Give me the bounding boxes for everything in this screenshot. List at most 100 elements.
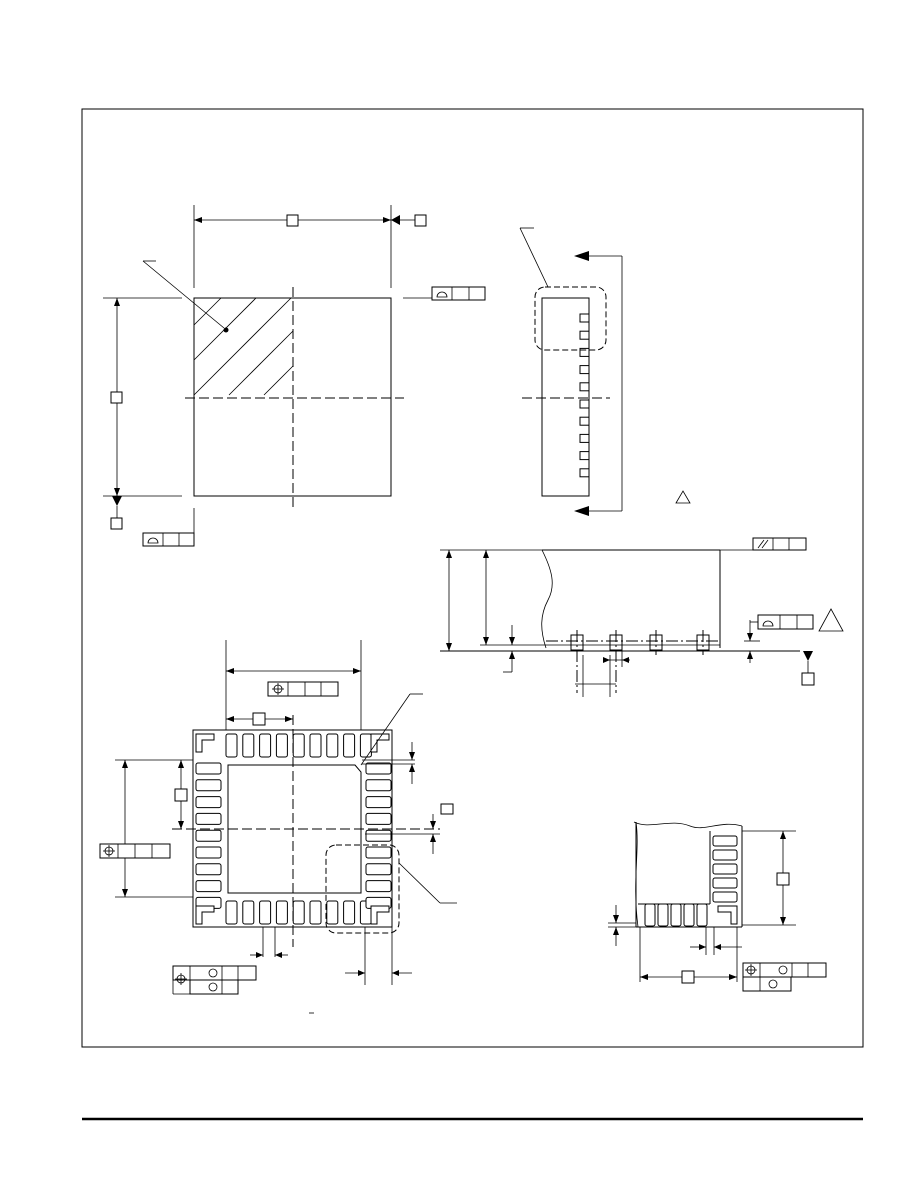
side-lead [579, 399, 590, 409]
datum-b-box [414, 214, 427, 227]
side-lead [579, 433, 590, 443]
section-pads [570, 634, 710, 651]
detail-pad-bottom [683, 903, 695, 927]
corner-pad [370, 905, 390, 925]
bottom-pad-left [195, 863, 222, 876]
flatness-frame-section [757, 614, 814, 630]
bottom-pad-bottom [292, 900, 305, 925]
side-lead [579, 416, 590, 426]
datum-a-box [110, 517, 123, 530]
bottom-pad-left [195, 812, 222, 825]
bottom-pad-top [275, 733, 288, 758]
height-dim-box [110, 391, 123, 404]
detail-pad-bottom [670, 903, 682, 927]
bottom-pad-left [195, 829, 222, 842]
top-view-body [193, 297, 392, 497]
corner-pad [717, 905, 738, 925]
bottom-pad-top [326, 733, 339, 758]
corner-pad [195, 733, 215, 753]
pin1-leader [142, 260, 225, 329]
top-view [103, 205, 486, 547]
bottom-pad-right [365, 796, 392, 809]
bottom-pad-bottom [309, 900, 322, 925]
corner-pad [370, 733, 390, 753]
pin1-hatch-area [193, 297, 294, 396]
position-frame-top [267, 681, 339, 697]
side-view-body [541, 297, 590, 497]
detail-pad-right [712, 877, 738, 889]
bottom-pad-top [225, 733, 238, 758]
bottom-pad-left [195, 796, 222, 809]
bottom-pad-bottom [343, 900, 356, 925]
note-triangle-icon [675, 490, 691, 504]
bottom-pad-bottom [259, 900, 272, 925]
parallelism-icon [757, 539, 765, 549]
bottom-pad-top [242, 733, 255, 758]
profile-icon [436, 291, 448, 298]
side-lead [579, 382, 590, 392]
flatness-frame-top [431, 286, 486, 301]
bottom-pad-left [195, 880, 222, 893]
bottom-pad-right [365, 880, 392, 893]
profile-icon [147, 537, 159, 544]
width-dim-box [286, 214, 299, 227]
datum-a-triangle-icon [112, 496, 122, 506]
detail-pads [644, 835, 738, 927]
detail-pad-bottom [696, 903, 708, 927]
bottom-pad-right [365, 779, 392, 792]
datum-b-triangle-icon [391, 215, 400, 225]
section-view [440, 537, 844, 697]
detail-pad-bottom [644, 903, 656, 927]
bottom-pads [195, 733, 392, 925]
bottom-pad-top [292, 733, 305, 758]
position-frame-detail [742, 962, 827, 992]
detail-pad-right [712, 863, 738, 875]
exposed-pad [227, 764, 362, 894]
profile-icon [762, 620, 774, 627]
side-lead [579, 313, 590, 323]
bottom-pad-right [365, 829, 392, 842]
side-lead [579, 451, 590, 461]
bottom-detail-leader [398, 862, 441, 904]
drawing-frame [81, 108, 864, 1048]
side-leads [579, 313, 590, 478]
parallelism-frame [752, 537, 807, 551]
detail-pad-right [712, 849, 738, 861]
bottom-pad-top [359, 733, 372, 758]
detail-break-line [633, 821, 743, 829]
detail-pad-bottom [657, 903, 669, 927]
detail-leader [519, 227, 549, 288]
diameter-icon [768, 979, 778, 989]
bottom-view [99, 640, 457, 1014]
pin1-chamfer-leader [360, 693, 411, 766]
break-line [541, 549, 553, 649]
bottom-pad-right [365, 863, 392, 876]
bottom-pad-left [195, 779, 222, 792]
diameter-icon [208, 982, 218, 992]
side-view [519, 227, 691, 516]
bottom-pad-bottom [326, 900, 339, 925]
datum-c-triangle-icon [803, 651, 813, 661]
corner-pad [195, 905, 215, 925]
side-lead [579, 347, 590, 357]
bottom-pad-bottom [275, 900, 288, 925]
detail-callout-outline [534, 286, 607, 351]
bottom-pad-left [195, 846, 222, 859]
flatness-frame-bottom [142, 532, 195, 547]
diameter-icon [778, 965, 788, 975]
detail-pad-right [712, 835, 738, 847]
bottom-pad-top [343, 733, 356, 758]
bottom-pad-right [365, 762, 392, 775]
bottom-pad-bottom [225, 900, 238, 925]
detail-pad-right [712, 891, 738, 903]
bottom-pad-top [309, 733, 322, 758]
position-frame-left [99, 843, 171, 859]
detail-view [608, 821, 827, 992]
note-triangle-icon [818, 608, 844, 632]
datum-c-box [801, 672, 815, 686]
position-frame-bottom [172, 965, 257, 995]
bottom-pad-right [365, 846, 392, 859]
bottom-pad-top [259, 733, 272, 758]
bottom-pad-right [365, 812, 392, 825]
